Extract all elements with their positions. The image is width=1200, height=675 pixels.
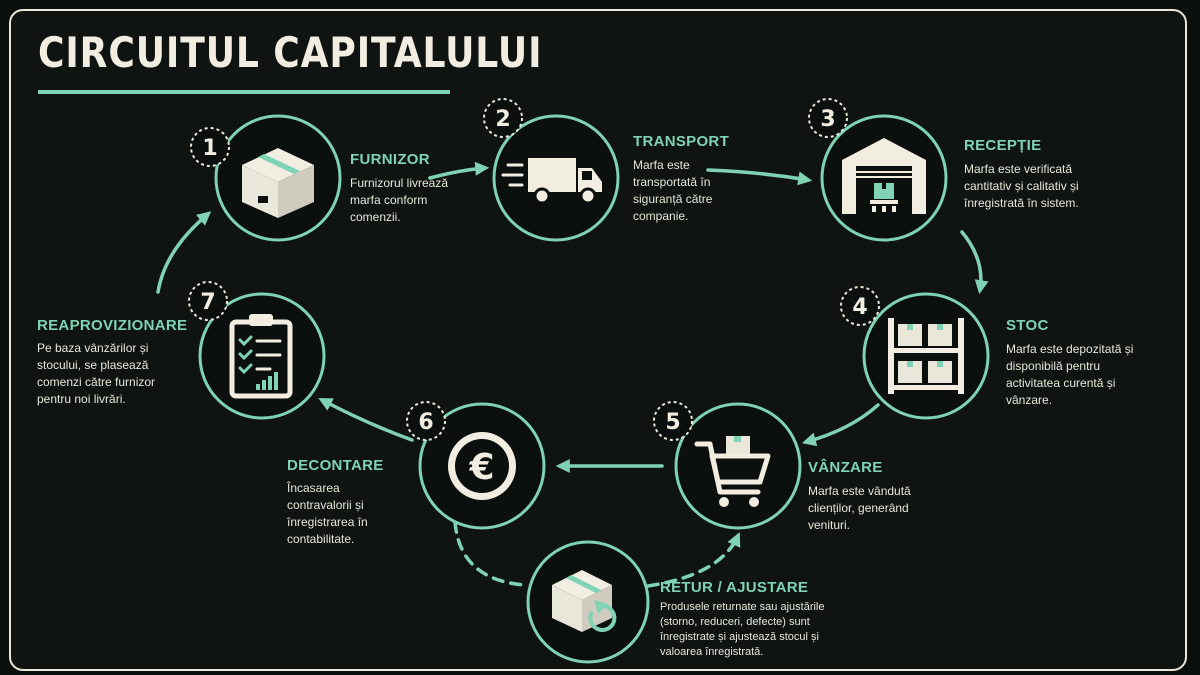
step-4-number: 4: [852, 295, 867, 320]
step-3-number: 3: [820, 107, 835, 132]
step-1-number: 1: [202, 136, 217, 161]
warehouse-icon: [842, 138, 926, 214]
shelf-icon: [888, 318, 964, 394]
step-6-description: Încasarea contravalorii și înregistrarea…: [287, 481, 368, 546]
step-1-label: FURNIZOR: [350, 151, 430, 168]
arrow-return-5: [646, 532, 741, 588]
cart-icon: [694, 436, 771, 507]
title-underline: [38, 90, 450, 94]
arrow-1-2: [428, 161, 490, 180]
step-5-number: 5: [665, 410, 680, 435]
step-7-number: 7: [200, 290, 215, 315]
arrow-4-5: [801, 403, 880, 447]
step-7-badge: 7: [188, 281, 228, 321]
step-4-circle: [862, 292, 990, 420]
arrow-7-1: [156, 211, 212, 294]
return-box-icon: [552, 570, 617, 632]
step-5-label: VÂNZARE: [808, 459, 883, 476]
step-4-label: STOC: [1006, 317, 1049, 334]
step-3-description: Marfa este verificată cantitativ și cali…: [964, 162, 1079, 210]
arrow-6-return: [453, 520, 527, 587]
step-3-label: RECEPȚIE: [964, 137, 1042, 154]
arrow-3-4: [960, 230, 989, 295]
step-4-description: Marfa este depozitată și disponibilă pen…: [1006, 342, 1134, 407]
step-4-badge: 4: [840, 286, 880, 326]
step-6-badge: 6: [406, 401, 446, 441]
arrow-6-7: [318, 398, 414, 442]
step-2-number: 2: [495, 107, 510, 132]
step-5-circle: [674, 402, 802, 530]
step-2-description: Marfa este transportată în siguranță căt…: [633, 158, 713, 223]
return-label: RETUR / AJUSTARE: [660, 579, 809, 596]
step-3-badge: 3: [808, 98, 848, 138]
clipboard-icon: [229, 314, 293, 399]
step-2-badge: 2: [483, 98, 523, 138]
step-7-label: REAPROVIZIONARE: [37, 317, 188, 334]
euro-icon: €: [448, 432, 516, 500]
step-1-description: Furnizorul livrează marfa conform comenz…: [350, 176, 449, 224]
step-5-description: Marfa este vândută clienților, generând …: [808, 484, 911, 532]
arrow-2-3: [706, 168, 813, 186]
step-5-badge: 5: [653, 401, 693, 441]
return-description: Produsele returnate sau ajustările (stor…: [660, 601, 825, 658]
step-6-number: 6: [418, 410, 433, 435]
step-2-label: TRANSPORT: [633, 133, 730, 150]
step-7-description: Pe baza vânzărilor și stocului, se plase…: [37, 341, 156, 406]
page-title: CIRCUITUL CAPITALULUI: [38, 28, 543, 77]
truck-icon: [501, 158, 602, 205]
svg-text:€: €: [468, 447, 494, 488]
step-1-badge: 1: [190, 127, 230, 167]
box-icon: [242, 148, 314, 218]
step-6-label: DECONTARE: [287, 457, 384, 474]
